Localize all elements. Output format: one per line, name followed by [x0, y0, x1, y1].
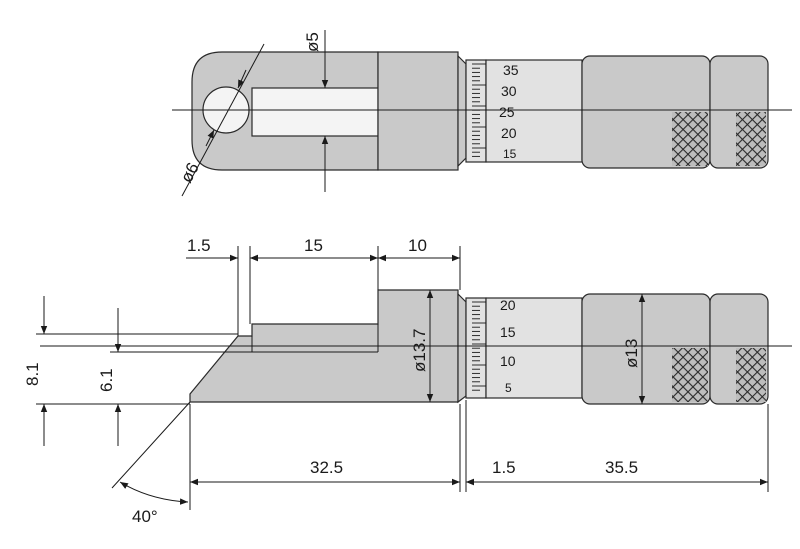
dim-phi6: ø6 [177, 159, 203, 185]
side-scale-20: 20 [500, 297, 516, 313]
cap-knurl-side [736, 348, 766, 402]
scale-label-15: 15 [503, 147, 517, 161]
scale-label-25: 25 [499, 104, 515, 120]
dim-phi5: ø5 [303, 32, 322, 52]
phi6-arrow-a [237, 69, 247, 89]
angle-leader [111, 401, 191, 489]
dim-40deg: 40° [132, 507, 158, 526]
phi6-leader [181, 43, 265, 197]
angle-arc [119, 481, 189, 505]
top-view: 35 30 25 20 15 ø5 ø6 [172, 30, 792, 197]
dim-1-5-top: 1.5 [187, 236, 211, 255]
phi6-arrow-b [205, 129, 215, 147]
frame-taper [457, 54, 467, 168]
scale-label-20: 20 [501, 125, 517, 141]
dim-32-5: 32.5 [310, 458, 343, 477]
scale-label-30: 30 [501, 83, 517, 99]
side-scale-10: 10 [500, 353, 516, 369]
anvil-slot [251, 87, 379, 137]
dim-phi13-7: ø13.7 [410, 329, 429, 372]
frame-block [377, 51, 459, 171]
side-view: 20 15 10 5 1.5 15 10 8.1 6.1 ø1 [23, 236, 792, 526]
thimble [485, 59, 583, 163]
sleeve [465, 59, 487, 163]
ratchet-knurl [672, 112, 708, 166]
thimble-ticks-top [472, 63, 486, 157]
dim-35-5: 35.5 [605, 458, 638, 477]
dim-15: 15 [304, 236, 323, 255]
dim-phi13: ø13 [622, 339, 641, 368]
side-scale-15: 15 [500, 324, 516, 340]
cap-knurl [736, 112, 766, 166]
thimble-side [485, 297, 583, 399]
scale-label-35: 35 [503, 62, 519, 78]
ratchet-knurl-side [672, 348, 708, 402]
dim-1-5-bottom: 1.5 [492, 458, 516, 477]
side-scale-5: 5 [505, 381, 512, 395]
dim-6-1: 6.1 [97, 368, 116, 392]
thimble-ticks-side [472, 301, 486, 391]
frame-taper-side [457, 292, 467, 404]
dim-8-1: 8.1 [23, 362, 42, 386]
dim-10: 10 [408, 236, 427, 255]
